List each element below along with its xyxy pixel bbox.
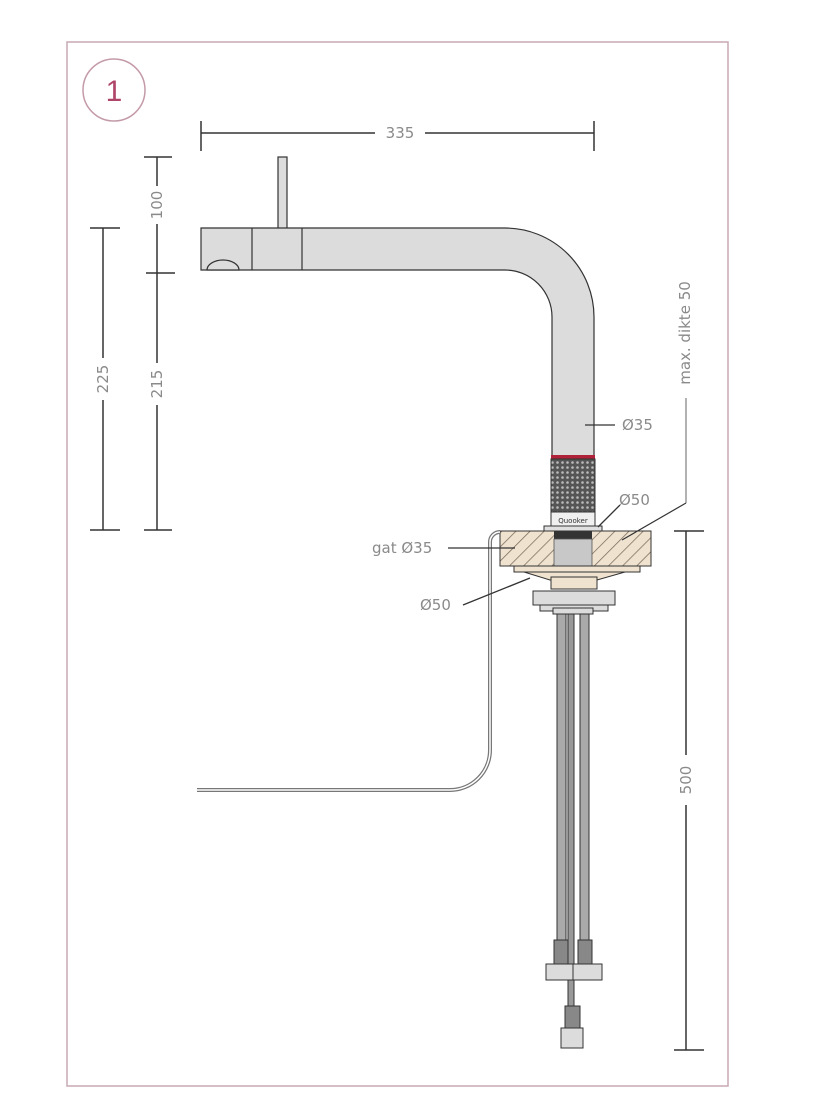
dim-label-215: 215: [148, 370, 166, 399]
step-badge: 1: [82, 58, 146, 122]
sink-edge: [197, 530, 501, 792]
dim-label-100: 100: [148, 191, 166, 220]
knurled-collar: Quooker: [543, 455, 603, 532]
dim-label-base-diameter: Ø50: [420, 596, 451, 614]
dim-label-hole: gat Ø35: [372, 539, 432, 557]
countertop-section: [499, 530, 652, 590]
step-number: 1: [106, 75, 123, 108]
dim-label-335: 335: [386, 124, 415, 142]
dim-label-225: 225: [94, 365, 112, 394]
dim-label-max-thickness: max. dikte 50: [676, 281, 694, 385]
dimension-heights: [90, 156, 175, 531]
leader-lines: [448, 424, 621, 606]
supply-hoses: [545, 613, 603, 1049]
dim-label-500: 500: [677, 766, 695, 795]
tap-spout: [200, 156, 595, 461]
dim-label-tube-diameter: Ø35: [622, 416, 653, 434]
dim-label-collar-diameter: Ø50: [619, 491, 650, 509]
dimension-hose-length: [674, 530, 704, 1051]
dimension-width-spout: [200, 121, 595, 151]
svg-text:Quooker: Quooker: [558, 517, 588, 525]
diagram-frame: [66, 41, 729, 1087]
mounting-nut: [532, 590, 616, 615]
